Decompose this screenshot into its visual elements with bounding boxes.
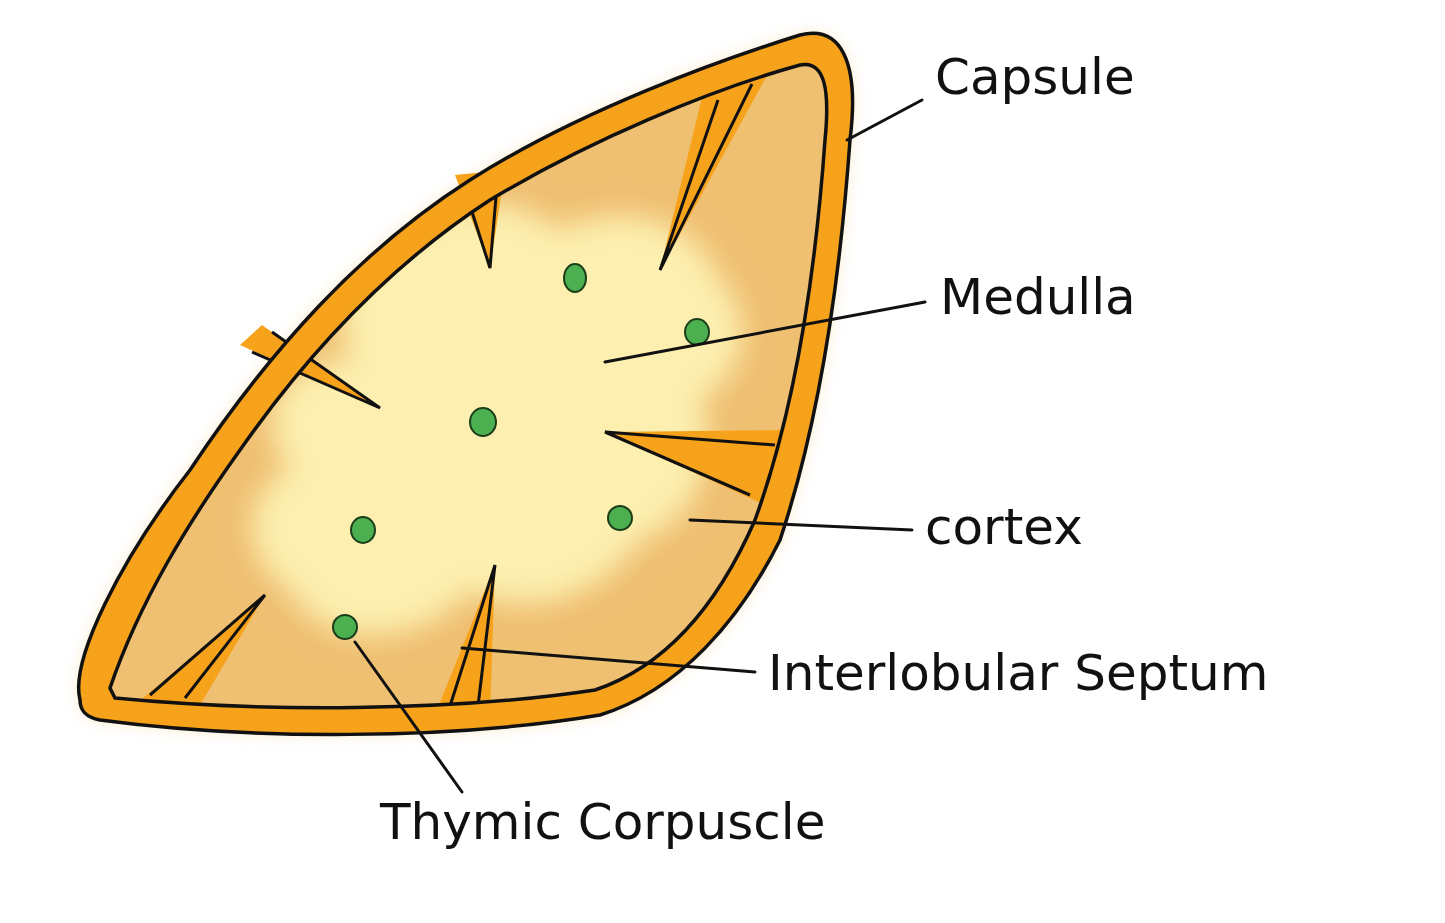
part-label: Interlobular Septum: [768, 648, 1269, 698]
medulla-area: [253, 204, 742, 635]
septa: [135, 70, 785, 715]
part-label: Capsule: [935, 52, 1135, 102]
medulla: [253, 204, 742, 635]
part-label: Thymic Corpuscle: [380, 797, 825, 847]
glow: [79, 33, 853, 734]
thymic-corpuscles: [333, 264, 709, 639]
part-label: Medulla: [940, 272, 1136, 322]
part-label: cortex: [925, 502, 1083, 552]
capsule: [79, 33, 853, 734]
